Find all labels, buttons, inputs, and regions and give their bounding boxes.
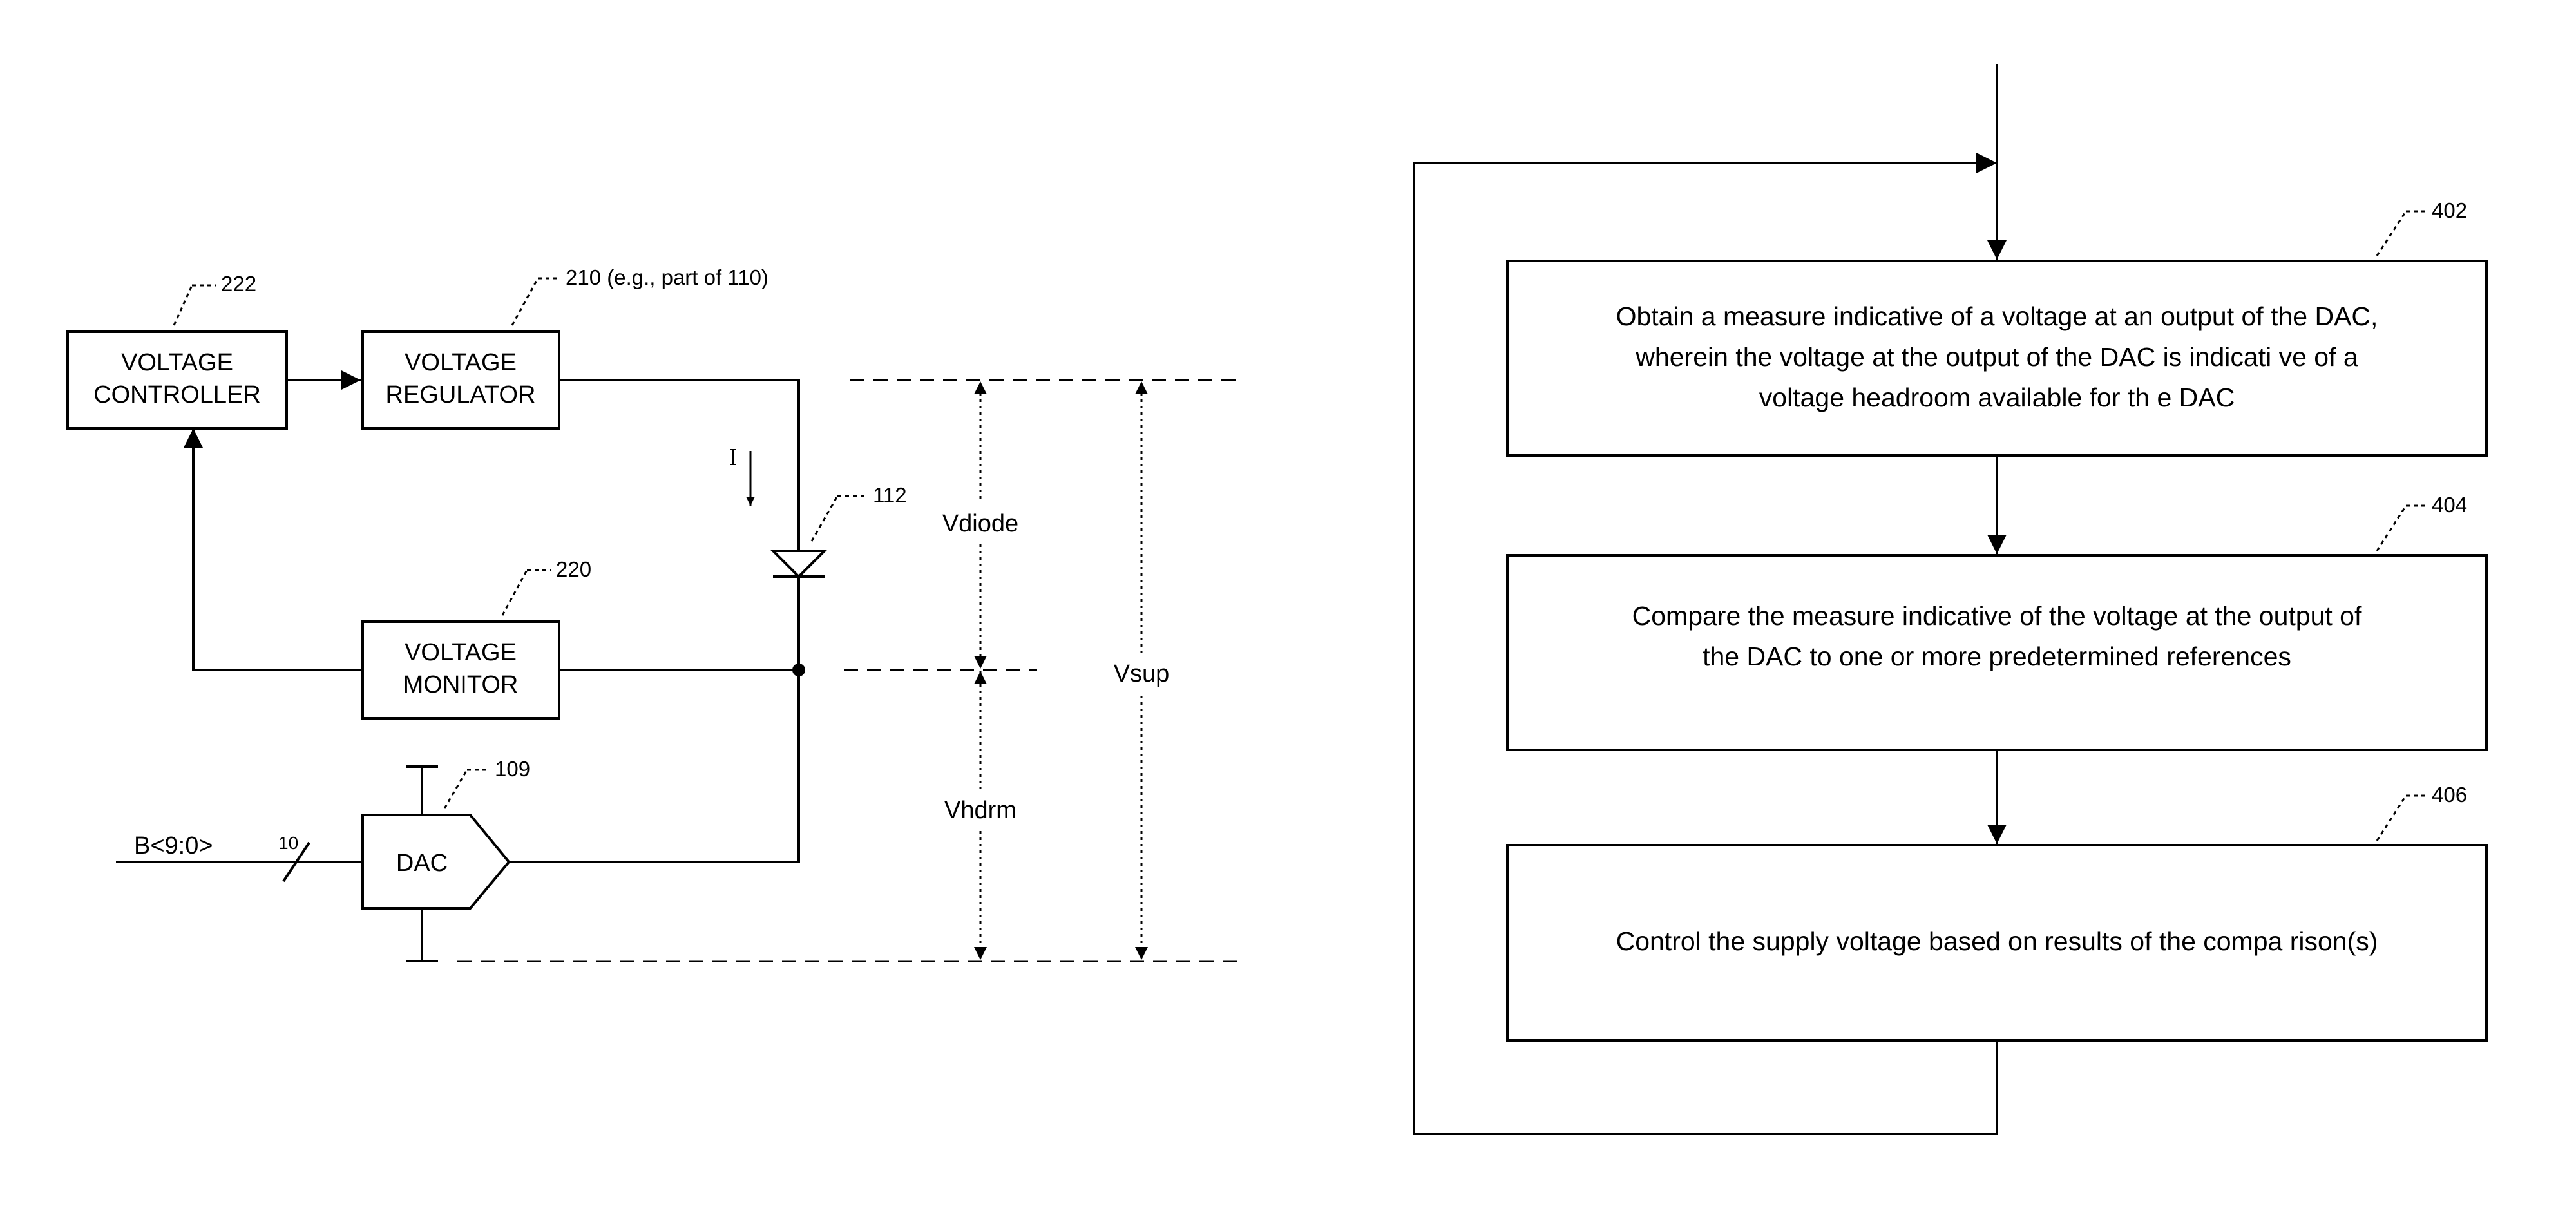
voltage-monitor-label-1: VOLTAGE <box>405 639 517 666</box>
diode-ref: 112 <box>873 483 907 507</box>
step-402: Obtain a measure indicative of a voltage… <box>1507 261 2486 455</box>
vsup-measurement: Vsup <box>1114 381 1170 960</box>
dac-reference: 109 <box>444 757 530 808</box>
dac-label: DAC <box>396 850 448 877</box>
vdiode-measurement: Vdiode <box>942 381 1018 669</box>
voltage-monitor-ref: 220 <box>556 557 591 581</box>
step-406-ref: 406 <box>2432 783 2467 807</box>
step-406-line-1: Control the supply voltage based on resu… <box>1616 926 2378 956</box>
diode-reference: 112 <box>812 483 907 541</box>
step-404-reference: 404 <box>2377 493 2467 551</box>
bus-width-label: 10 <box>278 833 298 853</box>
current-label: I <box>729 444 738 471</box>
voltage-controller-ref: 222 <box>221 272 256 296</box>
step-402-line-1: Obtain a measure indicative of a voltage… <box>1616 301 2378 331</box>
voltage-regulator-label-1: VOLTAGE <box>405 349 517 376</box>
voltage-regulator-reference: 210 (e.g., part of 110) <box>512 265 768 325</box>
dac-block: DAC <box>363 767 509 961</box>
vhdrm-label: Vhdrm <box>944 797 1016 824</box>
step-404: Compare the measure indicative of the vo… <box>1507 555 2486 750</box>
monitor-feedback-arrow <box>193 428 363 670</box>
voltage-monitor-label-2: MONITOR <box>403 671 519 698</box>
voltage-regulator-ref: 210 (e.g., part of 110) <box>566 265 768 289</box>
regulator-output-wire <box>559 380 799 551</box>
circuit-diagram: VOLTAGE CONTROLLER 222 VOLTAGE REGULATOR… <box>68 265 1237 961</box>
bus-label: B<9:0> <box>134 832 213 859</box>
loop-arrowhead <box>1976 153 1997 173</box>
vdiode-label: Vdiode <box>942 510 1018 537</box>
step-404-line-1: Compare the measure indicative of the vo… <box>1632 601 2362 631</box>
voltage-controller-label-2: CONTROLLER <box>93 381 261 408</box>
step-402-reference: 402 <box>2377 198 2467 256</box>
voltage-monitor-reference: 220 <box>502 557 591 615</box>
vhdrm-measurement: Vhdrm <box>944 671 1016 960</box>
voltage-regulator-block: VOLTAGE REGULATOR <box>363 332 559 428</box>
voltage-controller-reference: 222 <box>174 272 256 325</box>
voltage-regulator-label-2: REGULATOR <box>386 381 536 408</box>
flowchart: Obtain a measure indicative of a voltage… <box>1414 64 2486 1134</box>
step-402-line-3: voltage headroom available for th e DAC <box>1759 383 2235 412</box>
voltage-controller-block: VOLTAGE CONTROLLER <box>68 332 287 428</box>
dac-ref: 109 <box>495 757 530 781</box>
step-402-line-2: wherein the voltage at the output of the… <box>1635 342 2358 372</box>
step-406: Control the supply voltage based on resu… <box>1507 845 2486 1040</box>
voltage-controller-label-1: VOLTAGE <box>121 349 233 376</box>
vsup-label: Vsup <box>1114 660 1170 687</box>
step-406-reference: 406 <box>2377 783 2467 841</box>
diode-112 <box>773 551 825 577</box>
step-404-ref: 404 <box>2432 493 2467 517</box>
step-404-line-2: the DAC to one or more predetermined ref… <box>1703 642 2291 671</box>
voltage-monitor-block: VOLTAGE MONITOR <box>363 622 559 718</box>
step-402-ref: 402 <box>2432 198 2467 222</box>
